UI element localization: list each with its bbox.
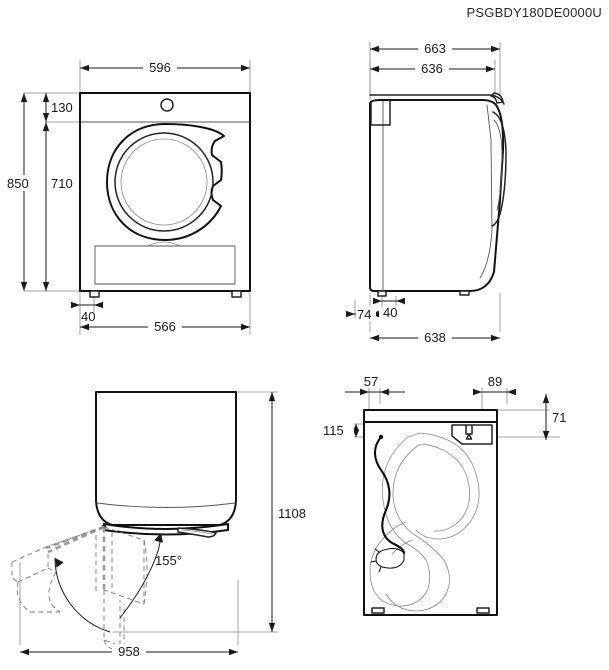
dim-label-40-front: 40 — [81, 309, 95, 324]
side-foot-rear — [377, 290, 387, 297]
top-front-lip — [96, 502, 236, 508]
dim-front-total-height: 850 — [5, 93, 35, 291]
dim-label-71: 71 — [552, 410, 566, 425]
door-outer-ring — [106, 123, 225, 241]
rear-vent-arrow-icon — [465, 433, 473, 440]
dim-label-596: 596 — [149, 60, 171, 75]
dim-side-depth-with-handle: 663 — [370, 41, 500, 56]
dim-label-663: 663 — [424, 41, 446, 56]
power-cord — [373, 435, 406, 555]
dim-front-width-overall: 596 — [80, 60, 250, 75]
side-foot-front — [459, 290, 470, 296]
dim-label-638: 638 — [424, 330, 446, 345]
top-view-extension-lines — [19, 391, 278, 645]
control-knob-icon — [160, 98, 174, 112]
dim-label-958: 958 — [118, 644, 140, 659]
dim-label-1108: 1108 — [278, 506, 306, 521]
top-view-door-swing: 155° 1108 958 — [11, 391, 312, 659]
side-door-seam — [479, 104, 493, 279]
door-glass — [120, 138, 208, 226]
dim-top-depth: 1108 — [268, 392, 312, 632]
door-closed-slab — [103, 523, 229, 536]
drawing-code-label: PSGBDY180DE0000U — [467, 5, 602, 20]
dim-rear-cord-offset-x: 57 — [345, 373, 405, 396]
rear-view: 57 89 115 — [322, 373, 576, 616]
dim-front-foot-inset: 40 — [71, 301, 103, 324]
power-plug-icon — [370, 434, 405, 573]
angle-leader-arc — [119, 550, 159, 619]
door-inner-ring — [114, 132, 214, 232]
rear-foot-right — [476, 607, 490, 614]
front-cabinet-outline — [79, 92, 251, 292]
rear-foot-left — [371, 607, 385, 614]
drawer-handle-notch — [147, 241, 181, 247]
door-swing-arc — [54, 557, 111, 633]
dim-side-rear-offset: 74 — [346, 306, 379, 322]
dim-side-foot-inset: 40 — [373, 297, 405, 320]
dim-label-636: 636 — [421, 61, 443, 76]
condenser-drawer — [94, 245, 236, 285]
rear-cabinet-outline — [363, 409, 498, 616]
front-foot-left — [89, 290, 100, 298]
dim-front-body-height: 710 — [42, 122, 77, 291]
side-door-handle-inner — [493, 119, 503, 211]
top-door-handle-inner — [181, 529, 213, 535]
front-view-extension-lines — [24, 60, 251, 335]
side-cabinet-outline — [369, 99, 505, 292]
dim-label-115: 115 — [323, 423, 344, 438]
dim-label-74: 74 — [357, 307, 371, 322]
dim-top-width-open: 958 — [20, 644, 238, 659]
front-view: 596 130 710 — [5, 60, 251, 335]
dim-label-710: 710 — [51, 176, 73, 191]
front-foot-right — [231, 290, 242, 298]
dim-front-panel-height: 130 — [42, 93, 73, 122]
dim-label-40-side: 40 — [383, 305, 397, 320]
top-door-handle — [177, 527, 217, 538]
dim-label-850: 850 — [7, 176, 29, 191]
dim-side-depth-body: 636 — [370, 61, 495, 76]
side-lid-tab — [490, 92, 504, 104]
dim-label-155-deg: 155° — [155, 553, 182, 568]
side-rear-connector-box — [370, 100, 391, 126]
door-ghost-outlines — [11, 526, 148, 651]
dim-rear-vent-offset-y: 71 — [542, 394, 576, 440]
dim-label-566: 566 — [154, 319, 176, 334]
dim-front-foot-span: 566 — [80, 319, 250, 334]
dim-rear-cord-offset-y: 115 — [322, 423, 360, 438]
side-view: 663 636 40 — [346, 41, 507, 345]
dim-label-57: 57 — [364, 374, 378, 389]
rear-internal-components — [369, 432, 480, 612]
swing-arc-arrow-start — [55, 558, 64, 568]
dim-side-depth-overall: 638 — [370, 330, 500, 345]
side-door-handle — [491, 111, 507, 227]
dim-label-89: 89 — [488, 374, 502, 389]
dim-rear-vent-offset-x: 89 — [473, 373, 516, 396]
dim-label-130: 130 — [51, 100, 73, 115]
